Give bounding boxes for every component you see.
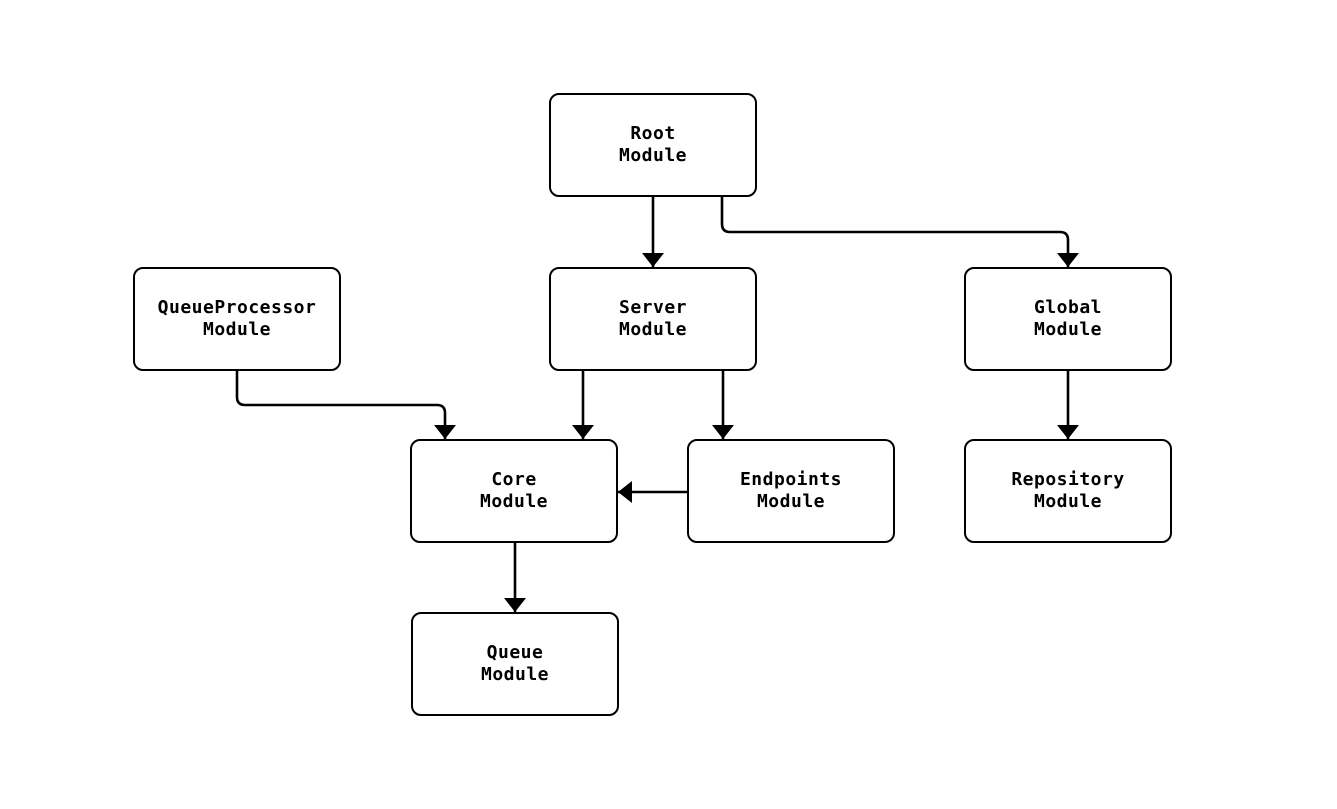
node-root-module: Root Module (549, 93, 757, 197)
node-label: QueueProcessor Module (157, 297, 317, 340)
node-queueprocessor-module: QueueProcessor Module (133, 267, 341, 371)
node-global-module: Global Module (964, 267, 1172, 371)
edge-queueprocessor-to-core (235, 371, 456, 439)
node-queue-module: Queue Module (411, 612, 619, 716)
node-label: Repository Module (1011, 469, 1125, 512)
node-label: Server Module (618, 297, 688, 340)
node-label: Core Module (479, 469, 549, 512)
edge-root-to-global (720, 197, 1079, 267)
node-server-module: Server Module (549, 267, 757, 371)
node-label: Endpoints Module (739, 469, 843, 512)
node-core-module: Core Module (410, 439, 618, 543)
node-label: Root Module (618, 123, 688, 166)
node-label: Queue Module (480, 642, 550, 685)
node-endpoints-module: Endpoints Module (687, 439, 895, 543)
node-repository-module: Repository Module (964, 439, 1172, 543)
node-label: Global Module (1033, 297, 1103, 340)
